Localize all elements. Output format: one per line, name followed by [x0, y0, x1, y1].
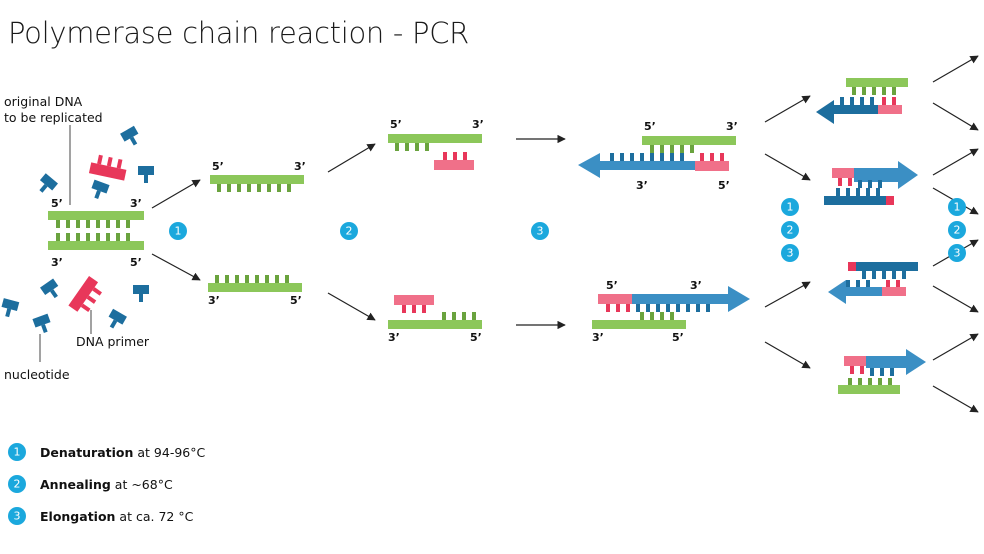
strand-top-step1	[210, 175, 304, 192]
end-label: 3’	[294, 160, 306, 173]
end-label: 3’	[208, 294, 220, 307]
svg-text:2: 2	[954, 224, 961, 237]
product-3	[828, 262, 918, 304]
label-dna-primer: DNA primer	[76, 334, 150, 349]
legend: 1 Denaturation at 94-96°C 2 Annealing at…	[8, 443, 206, 525]
original-dna	[48, 211, 144, 250]
end-label: 5’	[51, 197, 63, 210]
end-label: 3’	[51, 256, 63, 269]
end-label: 5’	[470, 331, 482, 344]
end-label: 3’	[726, 120, 738, 133]
end-label: 5’	[130, 256, 142, 269]
end-label: 5’	[644, 120, 656, 133]
svg-text:2: 2	[14, 478, 21, 491]
svg-text:1: 1	[787, 201, 794, 214]
end-label: 5’	[212, 160, 224, 173]
end-label: 3’	[592, 331, 604, 344]
end-label: 5’	[390, 118, 402, 131]
legend-item-elongation: 3 Elongation at ca. 72 °C	[8, 507, 194, 525]
page-title: Polymerase chain reaction - PCR	[8, 16, 470, 50]
label-original-dna-1: original DNA	[4, 94, 83, 109]
svg-text:Denaturation at 94-96°C: Denaturation at 94-96°C	[40, 445, 206, 460]
legend-item-annealing: 2 Annealing at ~68°C	[8, 475, 173, 493]
svg-text:1: 1	[954, 201, 961, 214]
step-circle-1: 1	[169, 222, 187, 240]
product-2	[824, 161, 918, 205]
label-nucleotide: nucleotide	[4, 367, 70, 382]
end-label: 5’	[290, 294, 302, 307]
end-label: 5’	[672, 331, 684, 344]
step-circle-group-right: 1 2 3	[948, 198, 966, 262]
svg-text:1: 1	[14, 446, 21, 459]
end-label: 3’	[636, 179, 648, 192]
step-circle-2: 2	[340, 222, 358, 240]
svg-text:2: 2	[346, 225, 353, 238]
strand-top-step3	[578, 136, 736, 178]
end-label: 5’	[718, 179, 730, 192]
end-label: 5’	[606, 279, 618, 292]
svg-text:1: 1	[175, 225, 182, 238]
svg-text:3: 3	[537, 225, 544, 238]
nucleotides	[1, 125, 154, 334]
primers	[68, 154, 127, 313]
svg-text:2: 2	[787, 224, 794, 237]
step-circle-group-mid: 1 2 3	[781, 198, 799, 262]
strand-bottom-step1	[208, 275, 302, 292]
product-4	[838, 349, 926, 394]
step-circle-3: 3	[531, 222, 549, 240]
end-label: 3’	[690, 279, 702, 292]
end-label: 3’	[130, 197, 142, 210]
strand-top-step2	[388, 134, 482, 170]
label-original-dna-2: to be replicated	[4, 110, 103, 125]
strand-bottom-step3	[592, 286, 750, 329]
product-1	[816, 78, 908, 124]
svg-text:Annealing at ~68°C: Annealing at ~68°C	[40, 477, 173, 492]
end-label: 3’	[472, 118, 484, 131]
svg-text:3: 3	[787, 247, 794, 260]
svg-text:Elongation at ca. 72 °C: Elongation at ca. 72 °C	[40, 509, 194, 524]
legend-item-denaturation: 1 Denaturation at 94-96°C	[8, 443, 206, 461]
strand-bottom-step2	[388, 295, 482, 329]
end-label: 3’	[388, 331, 400, 344]
svg-text:3: 3	[14, 510, 21, 523]
svg-text:3: 3	[954, 247, 961, 260]
